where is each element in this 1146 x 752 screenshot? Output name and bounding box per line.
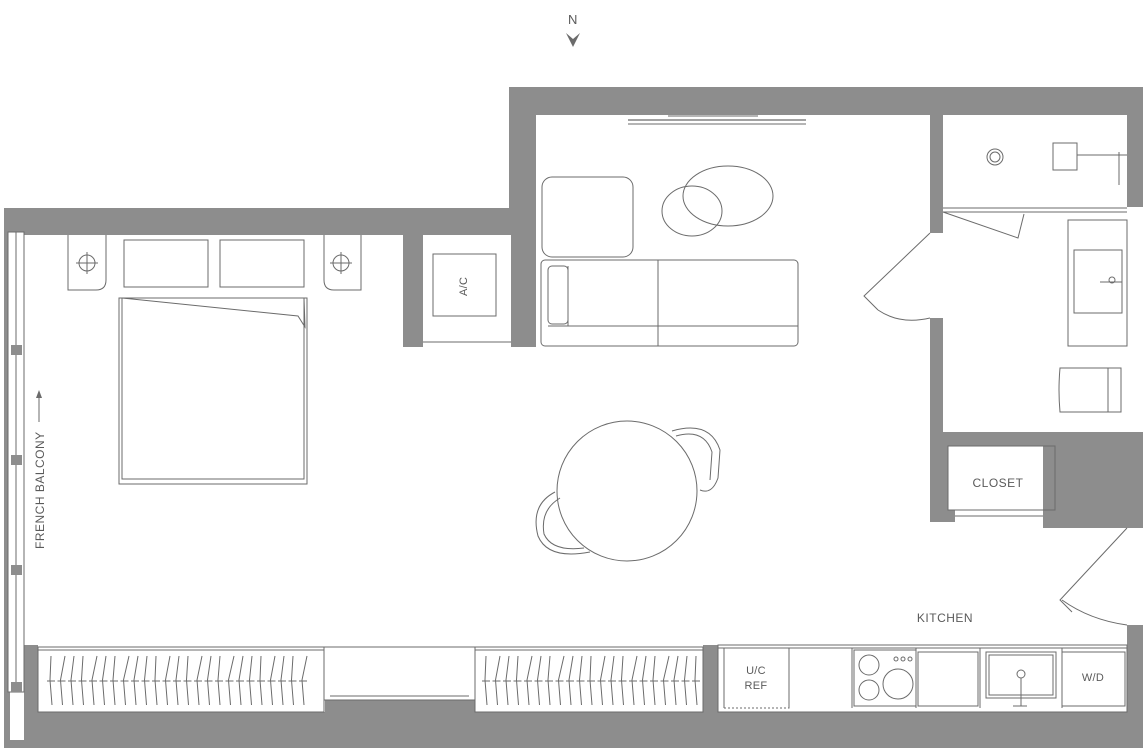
kitchen-counter: [717, 644, 1128, 713]
hanger: [101, 655, 107, 706]
hanger: [269, 655, 276, 706]
hanger: [578, 655, 583, 706]
ac-closet: A/C: [423, 253, 511, 343]
fridge: U/C REF: [723, 647, 790, 709]
wardrobe-right: [474, 646, 704, 713]
hanger: [122, 655, 130, 706]
hanger: [175, 655, 180, 706]
hanger: [568, 655, 574, 706]
tv-console: [628, 115, 806, 125]
closet: CLOSET: [947, 445, 1056, 517]
cooktop: [853, 649, 917, 707]
hanger: [505, 655, 510, 706]
hanger: [227, 655, 235, 706]
hanger: [515, 655, 519, 706]
balcony-arrow-icon: [36, 390, 42, 398]
hanger: [631, 655, 638, 706]
nightstand-left: [67, 235, 107, 291]
hanger: [589, 655, 593, 706]
hanger: [59, 655, 66, 706]
hanger: [536, 655, 542, 706]
entry-door: [1059, 527, 1128, 626]
hanger: [494, 655, 501, 706]
hanger: [49, 655, 53, 706]
north-arrow-icon: [566, 33, 580, 47]
desk-niche: [323, 646, 476, 701]
hanger: [185, 655, 189, 706]
hanger: [557, 655, 565, 706]
hangers-left: [47, 655, 308, 706]
hanger: [154, 655, 158, 706]
ac-label: A/C: [458, 277, 470, 296]
hanger: [547, 655, 551, 706]
hanger: [91, 655, 98, 706]
kitchen-sink: [985, 651, 1057, 707]
french-balcony-label: FRENCH BALCONY: [33, 431, 47, 549]
north-compass: N: [566, 12, 580, 47]
bathroom: [942, 142, 1128, 413]
hanger: [164, 655, 171, 706]
hanger: [694, 655, 698, 706]
fridge-label-line1: U/C: [746, 665, 766, 677]
hanger: [610, 655, 615, 706]
walls: [4, 87, 1143, 748]
hanger: [217, 655, 221, 706]
fridge-label-line2: REF: [745, 680, 768, 692]
hanger: [290, 655, 294, 706]
washer-dryer: W/D: [1061, 651, 1126, 707]
hanger: [259, 655, 263, 706]
north-label: N: [568, 12, 578, 27]
hanger: [652, 655, 656, 706]
hanger: [196, 655, 203, 706]
hanger: [133, 655, 139, 706]
washer-dryer-label: W/D: [1082, 672, 1104, 684]
wardrobe-left: [37, 646, 325, 713]
kitchen-label: KITCHEN: [917, 611, 973, 625]
bed: [118, 239, 308, 485]
hanger: [599, 655, 606, 706]
hanger: [70, 655, 75, 706]
sofa: [540, 259, 799, 347]
dishwasher: [917, 651, 979, 707]
hanger: [641, 655, 647, 706]
hanger: [662, 655, 670, 706]
hanger: [301, 655, 308, 706]
hanger: [526, 655, 533, 706]
hanger: [620, 655, 624, 706]
hanger: [143, 655, 148, 706]
coffee-tables: [661, 165, 774, 237]
balcony-window-left: [7, 231, 25, 693]
hanger: [673, 655, 679, 706]
nightstand-right: [323, 235, 362, 291]
french-balcony: FRENCH BALCONY: [33, 390, 47, 549]
armchair: [541, 176, 634, 258]
hanger: [484, 655, 488, 706]
hanger: [683, 655, 688, 706]
hangers-right: [482, 655, 700, 706]
hanger: [280, 655, 285, 706]
hanger: [112, 655, 116, 706]
dining-table: [535, 420, 721, 562]
hanger: [248, 655, 253, 706]
bathroom-door: [863, 232, 931, 321]
hanger: [238, 655, 244, 706]
hanger: [206, 655, 212, 706]
hanger: [80, 655, 84, 706]
closet-label: CLOSET: [972, 476, 1023, 490]
